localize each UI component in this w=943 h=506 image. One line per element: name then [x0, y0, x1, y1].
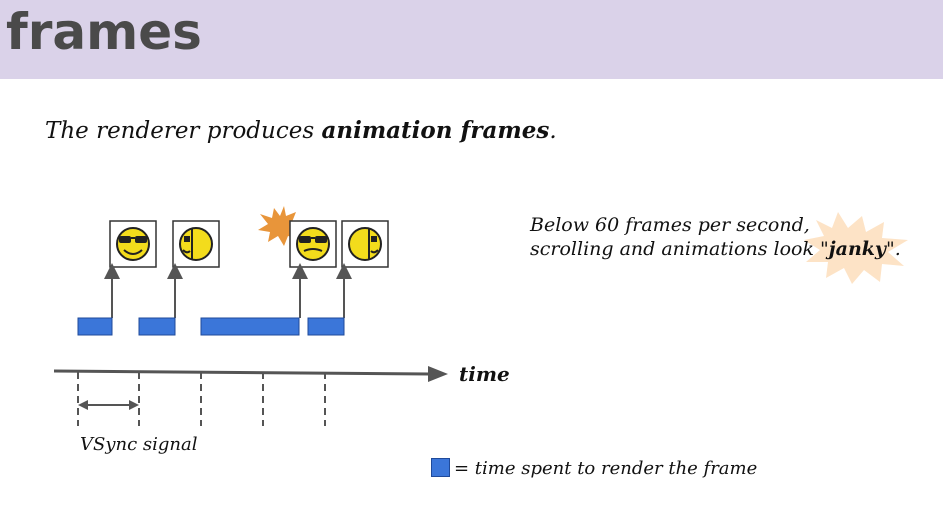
janky-word: janky [828, 238, 886, 260]
vsync-interval-arrow [78, 400, 139, 410]
note-line-1: Below 60 frames per second, [530, 214, 810, 236]
smiley-profile-icon [348, 227, 382, 261]
render-bar [77, 317, 113, 336]
render-bar [138, 317, 176, 336]
smiley-sunglasses-icon [296, 227, 330, 261]
frame-box [172, 220, 220, 268]
time-axis [53, 369, 431, 376]
subtitle: The renderer produces animation frames. [45, 117, 557, 144]
slide-title: frames [6, 3, 202, 61]
frame-box [289, 220, 337, 268]
smiley-sunglasses-icon [116, 227, 150, 261]
jank-note: Below 60 frames per second, scrolling an… [530, 213, 901, 261]
render-bar [200, 317, 300, 336]
subtitle-emphasis: animation frames [321, 117, 550, 144]
subtitle-suffix: . [549, 118, 557, 144]
frame-timing-diagram [53, 206, 448, 426]
smiley-profile-icon [179, 227, 213, 261]
legend-swatch [431, 458, 450, 477]
time-axis-arrowhead [428, 366, 448, 382]
jank-burst-icon [804, 212, 908, 284]
subtitle-prefix: The renderer produces [45, 118, 322, 144]
vsync-label: VSync signal [80, 434, 198, 455]
header-bar: frames [0, 0, 943, 79]
frame-box [341, 220, 389, 268]
legend-text: = time spent to render the frame [454, 458, 758, 479]
frame-box [109, 220, 157, 268]
legend: = time spent to render the frame [431, 458, 757, 479]
time-axis-label: time [459, 362, 510, 386]
render-bar [307, 317, 345, 336]
note-line-2: scrolling and animations look "janky". [530, 238, 901, 260]
